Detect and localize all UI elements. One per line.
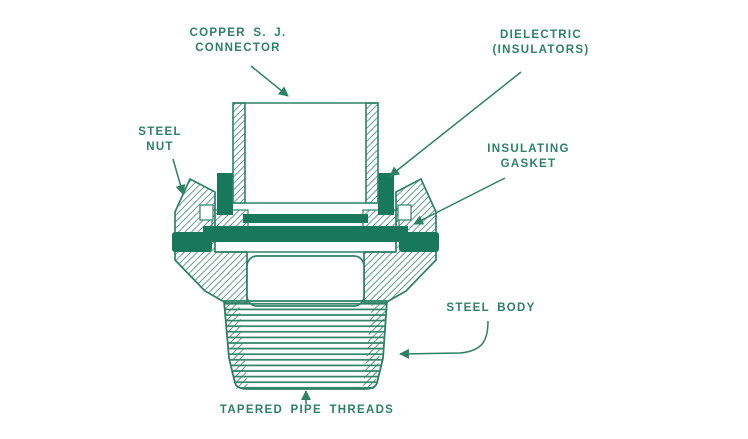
nut-pocket-notches — [199, 204, 412, 221]
dielectric-insulator-left — [217, 173, 233, 215]
gasket-end-left — [172, 232, 212, 252]
gasket-band — [203, 226, 408, 242]
dielectric-insulator-right — [378, 173, 394, 215]
connector-wall-right — [365, 102, 379, 204]
insulating-gasket-arrow — [413, 177, 506, 225]
thread-right-edge — [363, 301, 387, 389]
thread-left-edge — [224, 301, 248, 389]
connector-wall-left — [232, 102, 246, 204]
tapered-thread-section — [223, 300, 388, 390]
dielectric-arrow — [389, 71, 522, 177]
notch-right — [397, 204, 412, 221]
callout-arrows — [172, 65, 522, 404]
steel-body-arrow — [399, 320, 489, 359]
dielectric-label: DIELECTRIC (INSULATORS) — [492, 29, 590, 56]
steel-nut-label: STEEL NUT — [138, 126, 182, 153]
steel-nut-arrow — [172, 158, 186, 195]
steel-body-label: STEEL BODY — [446, 302, 536, 314]
copper-connector-arrow — [250, 65, 289, 97]
insulating-gasket — [172, 214, 439, 252]
insulating-gasket-label: INSULATING GASKET — [487, 143, 570, 170]
tapered-pipe-threads-label: TAPERED PIPE THREADS — [219, 404, 395, 416]
steel-body-smooth-section — [246, 255, 365, 307]
thread-outline — [223, 300, 388, 390]
gasket-end-right — [399, 232, 439, 252]
dielectric-insulators — [217, 173, 394, 215]
thread-body — [224, 301, 387, 389]
notch-left — [199, 204, 214, 221]
copper-connector-label: COPPER S. J. CONNECTOR — [189, 27, 287, 54]
copper-sj-connector-tube — [232, 102, 379, 204]
gasket-seat-washer — [243, 214, 368, 223]
